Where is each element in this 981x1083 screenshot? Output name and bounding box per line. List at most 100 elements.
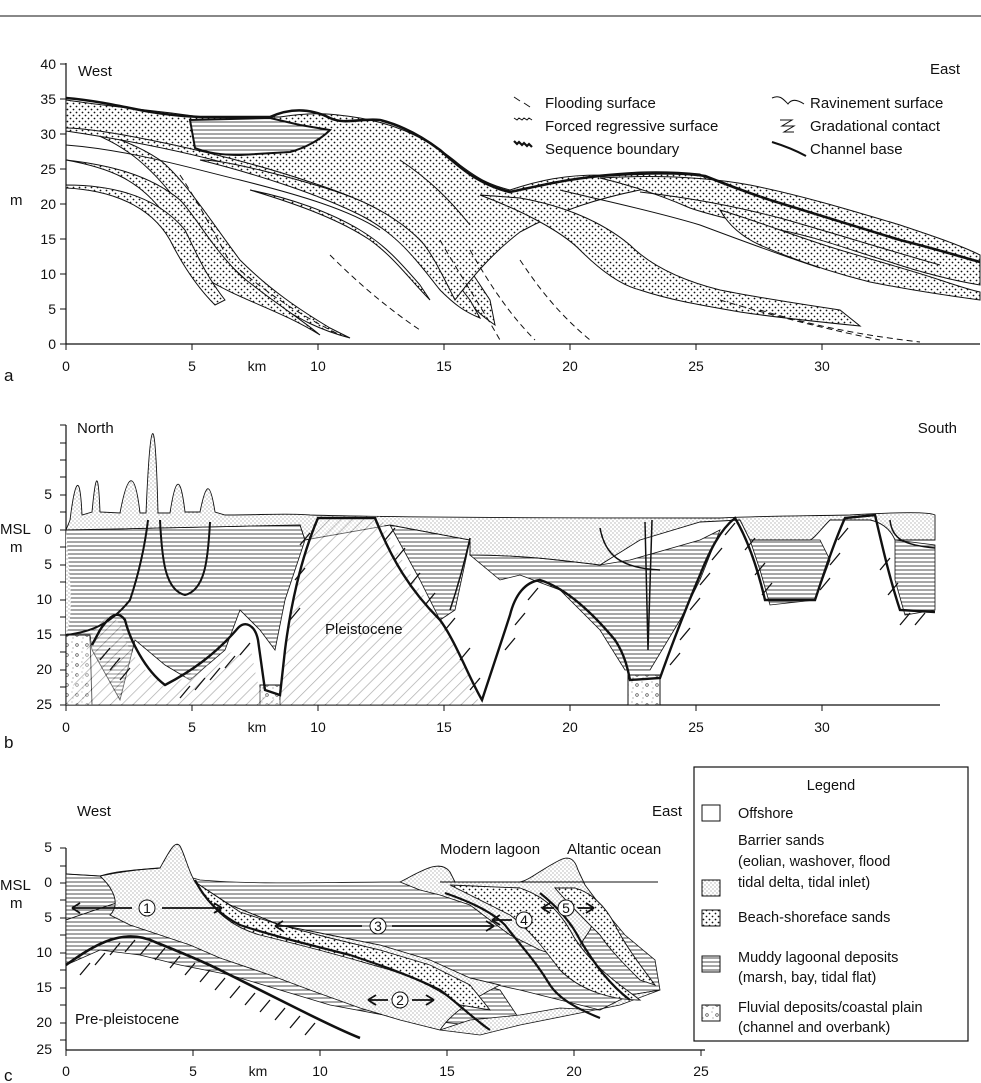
- panel-a-ytick-2: 30: [40, 126, 56, 142]
- panel-c-cross-section: 1 2 3 4 5: [65, 843, 661, 1040]
- panel-b-ytick-1: 0: [44, 521, 52, 537]
- panel-c-xtick-2: 10: [312, 1063, 328, 1079]
- panel-a-letter: a: [4, 366, 14, 385]
- legend-title: Legend: [807, 778, 855, 794]
- legend-flooding-surface: Flooding surface: [545, 95, 656, 112]
- panel-a-legend: Flooding surface Forced regressive surfa…: [513, 95, 943, 158]
- panel-b-ytick-4: 15: [36, 626, 52, 642]
- panel-a-cross-section: [65, 96, 981, 343]
- panel-b-xtick-2: 10: [310, 719, 326, 735]
- panel-a-xtick-5: 25: [688, 358, 704, 374]
- panel-a-x-unit: km: [248, 358, 267, 374]
- legend-beach: Beach-shoreface sands: [738, 910, 890, 926]
- panel-a-ytick-3: 25: [40, 161, 56, 177]
- panel-b-y-title-m: m: [10, 539, 23, 556]
- panel-c: 5 0 5 10 15 20 25 MSL m 0 5 10 15 20 25 …: [0, 803, 709, 1083]
- ravinement-symbol: [771, 96, 805, 105]
- panel-b-ytick-6: 25: [36, 696, 52, 712]
- panel-b-xtick-1: 5: [188, 719, 196, 735]
- svg-text:3: 3: [374, 918, 382, 934]
- panel-c-y-ticks: [60, 847, 66, 1041]
- panel-a-ytick-4: 20: [40, 196, 56, 212]
- legend-muddy-2: (marsh, bay, tidal flat): [738, 970, 876, 986]
- panel-a-ytick-5: 15: [40, 231, 56, 247]
- panel-c-x-ticks: [65, 1050, 702, 1056]
- panel-a-xtick-1: 5: [188, 358, 196, 374]
- legend-muddy-1: Muddy lagoonal deposits: [738, 950, 898, 966]
- panel-b-y-ticks: [60, 424, 66, 706]
- transgression-arrows: [71, 902, 595, 1006]
- legend-barrier-1: Barrier sands: [738, 833, 824, 849]
- svg-text:1: 1: [143, 900, 151, 916]
- panel-c-letter: c: [4, 1066, 13, 1083]
- panel-c-ytick-6: 25: [36, 1041, 52, 1057]
- panel-a-xtick-6: 30: [814, 358, 830, 374]
- legend-offshore: Offshore: [738, 806, 793, 822]
- atlantic-ocean-label: Altantic ocean: [567, 841, 661, 858]
- legend-barrier-2: (eolian, washover, flood: [738, 854, 890, 870]
- panel-b: 5 0 5 10 15 20 25 MSL m 0 5 10 15 20 25 …: [0, 420, 957, 752]
- panel-a-ytick-0: 40: [40, 56, 56, 72]
- panel-c-xtick-0: 0: [62, 1063, 70, 1079]
- legend-fluvial-2: (channel and overbank): [738, 1020, 890, 1036]
- panel-c-y-title-msl: MSL: [0, 877, 31, 894]
- panel-c-ytick-5: 20: [36, 1014, 52, 1030]
- panel-b-xtick-0: 0: [62, 719, 70, 735]
- panel-a-xtick-4: 20: [562, 358, 578, 374]
- marker-1: 1: [138, 899, 156, 917]
- forced-regressive-symbol: [513, 117, 533, 121]
- panel-a-xtick-0: 0: [62, 358, 70, 374]
- flooding-surface-symbol: [513, 96, 531, 108]
- panel-c-xtick-4: 20: [566, 1063, 582, 1079]
- panel-a-east-label: East: [930, 61, 961, 78]
- panel-c-xtick-3: 15: [439, 1063, 455, 1079]
- panel-a-y-title: m: [10, 192, 23, 209]
- panel-b-xtick-5: 25: [688, 719, 704, 735]
- panel-c-ytick-4: 15: [36, 979, 52, 995]
- legend-swatch-barrier: [701, 879, 721, 897]
- svg-text:4: 4: [520, 912, 528, 928]
- marker-2: 2: [391, 991, 409, 1009]
- panel-c-east-label: East: [652, 803, 683, 820]
- channel-base-symbol: [771, 141, 807, 157]
- panel-b-ytick-2: 5: [44, 556, 52, 572]
- marker-4: 4: [515, 911, 533, 929]
- panel-c-xtick-5: 25: [693, 1063, 709, 1079]
- modern-lagoon-label: Modern lagoon: [440, 841, 540, 858]
- panel-b-ytick-0: 5: [44, 486, 52, 502]
- legend-swatch-muddy: [701, 955, 721, 973]
- panel-b-xtick-3: 15: [436, 719, 452, 735]
- panel-b-cross-section: Pleistocene: [65, 433, 936, 706]
- legend-swatch-beach: [701, 909, 721, 927]
- legend-ravinement-surface: Ravinement surface: [810, 95, 943, 112]
- panel-b-xtick-4: 20: [562, 719, 578, 735]
- panel-a-ytick-7: 5: [48, 301, 56, 317]
- panel-a-ytick-8: 0: [48, 336, 56, 352]
- svg-text:5: 5: [562, 900, 570, 916]
- legend-barrier-3: tidal delta, tidal inlet): [738, 875, 870, 891]
- panel-c-ytick-1: 0: [44, 874, 52, 890]
- panel-a-x-ticks: [65, 344, 823, 350]
- panel-b-x-ticks: [65, 705, 823, 711]
- panel-c-west-label: West: [77, 803, 112, 820]
- panel-a-west-label: West: [78, 63, 113, 80]
- panel-a-ytick-1: 35: [40, 91, 56, 107]
- panel-c-y-title-m: m: [10, 895, 23, 912]
- panel-a-y-ticks: [60, 63, 66, 345]
- panel-b-north-label: North: [77, 420, 114, 437]
- panel-a-xtick-2: 10: [310, 358, 326, 374]
- legend-fluvial-1: Fluvial deposits/coastal plain: [738, 1000, 923, 1016]
- panel-b-pleistocene-label: Pleistocene: [325, 621, 403, 638]
- panel-b-south-label: South: [918, 420, 957, 437]
- panel-b-ytick-5: 20: [36, 661, 52, 677]
- panel-b-ytick-3: 10: [36, 591, 52, 607]
- panel-c-ytick-3: 10: [36, 944, 52, 960]
- legend-swatch-offshore: [701, 804, 721, 822]
- gradational-symbol: [780, 119, 796, 133]
- marker-5: 5: [557, 899, 575, 917]
- panel-a-ytick-6: 10: [40, 266, 56, 282]
- panel-a-xtick-3: 15: [436, 358, 452, 374]
- sequence-boundary-symbol: [513, 140, 533, 148]
- legend-channel-base: Channel base: [810, 141, 903, 158]
